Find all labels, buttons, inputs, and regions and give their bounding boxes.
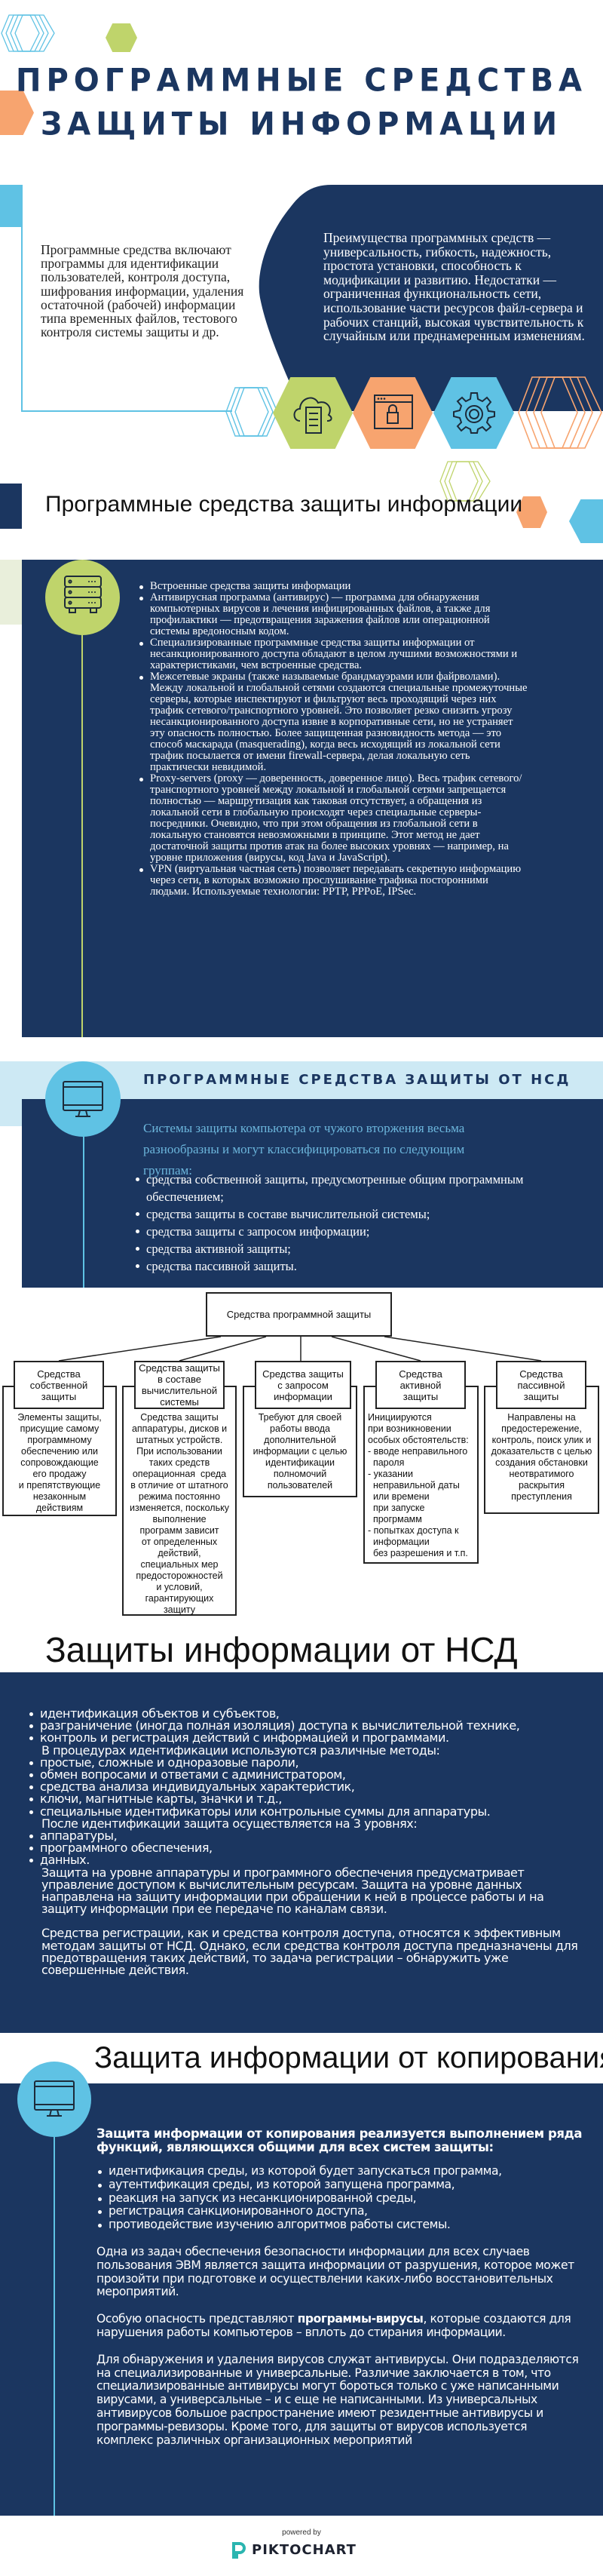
nsd-paragraph: Защита на уровне аппаратуры и программно… <box>41 1865 544 1917</box>
orange-hexagon-decor <box>516 496 547 528</box>
copy-paragraph: Одна из задач обеспечения безопасности и… <box>96 2244 574 2299</box>
list-item: средства пассивной защиты. <box>134 1257 556 1275</box>
list-item: идентификация среды, из которой будет за… <box>96 2164 586 2178</box>
intro-left-text: Программные средства включают программы … <box>41 242 244 340</box>
nsd-tools-heading: ПРОГРАММНЫЕ СРЕДСТВА ЗАЩИТЫ ОТ НСД <box>143 1072 571 1088</box>
monitor-icon <box>34 2080 75 2117</box>
piktochart-logo-link[interactable]: PIKTOCHART <box>231 2541 357 2559</box>
text: Особую опасность представляют <box>96 2312 298 2326</box>
copy-panel <box>0 2083 603 2516</box>
list-item: VPN (виртуальная частная сеть) позволяет… <box>138 864 530 898</box>
outline-hexagon-decor <box>225 387 278 437</box>
category-description: Инициируются при возникновении особых об… <box>368 1412 469 1558</box>
intro-border-vertical <box>21 226 23 412</box>
copy-paragraph: Особую опасность представляют программы-… <box>96 2312 586 2340</box>
list-item: программного обеспечения, <box>28 1842 578 1854</box>
piktochart-brand: PIKTOCHART <box>252 2541 357 2558</box>
software-heading: Программные средства защиты информации <box>45 492 523 517</box>
browser-lock-icon <box>374 395 413 429</box>
list-item: средства защиты с запросом информации; <box>134 1223 556 1240</box>
gear-icon <box>453 392 495 434</box>
intro-right-text: Преимущества программных средств — униве… <box>323 230 585 344</box>
intro-border-horizontal <box>21 410 232 412</box>
navy-accent-bar <box>0 484 22 529</box>
list-item: контроль и регистрация действий с информ… <box>28 1732 578 1744</box>
monitor-icon-circle <box>45 1061 121 1137</box>
list-item: Антивирусная программа (антивирус) — про… <box>138 592 530 637</box>
nsd-heading: Защиты информации от НСД <box>45 1630 518 1669</box>
category-title: Средства защиты с запросом информации <box>255 1361 351 1409</box>
list-item: данных. <box>28 1854 578 1866</box>
software-panel <box>22 560 603 1037</box>
pale-blue-accent <box>0 1099 22 1126</box>
list-item: средства собственной защиты, предусмотре… <box>134 1171 556 1205</box>
timeline-line <box>81 626 83 1037</box>
cloud-server-icon <box>293 397 332 434</box>
category-title: Средства пассивной защиты <box>496 1361 586 1409</box>
powered-by-label: powered by <box>282 2528 321 2537</box>
outline-hexagon-decor <box>1 14 55 52</box>
blue-hexagon-decor <box>569 499 603 543</box>
monitor-icon-circle <box>17 2062 91 2137</box>
list-item: Встроенные средства защиты информации <box>138 581 530 592</box>
list-item: реакция на запуск из несанкционированной… <box>96 2191 586 2206</box>
list-item: идентификация объектов и субъектов, <box>28 1707 578 1720</box>
intro-navy-shape <box>259 185 603 411</box>
levels-intro: После идентификации защита осуществляетс… <box>41 1816 418 1831</box>
nsd-tools-panel <box>22 1099 603 1288</box>
bold-term: программы-вирусы <box>297 2312 424 2326</box>
category-title: Средства защиты в составе вычислительной… <box>134 1361 225 1409</box>
diagram-category-box: Инициируются при возникновении особых об… <box>363 1386 479 1564</box>
category-description: Требуют для своей работы ввода дополните… <box>253 1412 347 1491</box>
category-title: Средства активной защиты <box>375 1361 466 1409</box>
list-item: обмен вопросами и ответами с администрат… <box>28 1768 578 1781</box>
list-item: Межсетевые экраны (также называемые бран… <box>138 671 530 773</box>
software-list: Встроенные средства защиты информации Ан… <box>138 581 530 898</box>
outline-hexagon-decor <box>439 461 491 502</box>
nsd-tools-list: средства собственной защиты, предусмотре… <box>134 1171 556 1275</box>
copy-lead: Защита информации от копирования реализу… <box>96 2126 583 2154</box>
server-icon <box>64 576 102 613</box>
list-item: аутентификация среды, из которой запущен… <box>96 2178 586 2192</box>
diagram-category-box: Средства защиты аппаратуры, дисков и шта… <box>122 1386 237 1616</box>
list-item: ключи, магнитные карты, значки и т.д., <box>28 1793 578 1805</box>
list-item: противодействие изучению алгоритмов рабо… <box>96 2218 586 2232</box>
list-item: средства анализа индивидуальных характер… <box>28 1781 578 1793</box>
outline-hexagon-decor <box>518 376 602 449</box>
list-item: специальные идентификаторы или контрольн… <box>28 1805 578 1818</box>
monitor-icon <box>63 1081 103 1117</box>
text: , которые создаются для нарушения работы… <box>96 2312 571 2339</box>
page-title-line2: ЗАЩИТЫ ИНФОРМАЦИИ <box>40 106 563 143</box>
list-item: регистрация санкционированного доступа, <box>96 2205 586 2218</box>
timeline-line <box>83 1131 84 1288</box>
nsd-paragraph: Средства регистрации, как и средства кон… <box>41 1926 578 1978</box>
list-item: Специализированные программные средства … <box>138 637 530 671</box>
list-item: разграничение (иногда полная изоляция) д… <box>28 1720 578 1732</box>
timeline-line <box>54 2135 55 2516</box>
methods-intro: В процедурах идентификации используются … <box>41 1742 440 1758</box>
nsd-panel <box>0 1672 603 2033</box>
copy-content: Защита информации от копирования реализу… <box>96 2127 586 2447</box>
category-title: Средства собственной защиты <box>14 1361 104 1409</box>
list-item: аппаратуры, <box>28 1829 578 1842</box>
nsd-content: идентификация объектов и субъектов, разг… <box>28 1707 578 1978</box>
copy-heading: Защита информации от копирования <box>94 2041 603 2074</box>
copy-paragraph: Для обнаружения и удаления вирусов служа… <box>96 2352 579 2447</box>
diagram-root-box: Средства программной защиты <box>206 1292 392 1337</box>
list-item: простые, сложные и одноразовые пароли, <box>28 1756 578 1769</box>
category-description: Элементы защиты, присущие самому програм… <box>17 1412 102 1513</box>
category-description: Направлены на предостережение, контроль,… <box>491 1412 592 1502</box>
green-accent-block <box>0 560 22 625</box>
nsd-tools-intro: Системы защиты компьютера от чужого втор… <box>143 1121 465 1177</box>
green-hexagon-decor <box>106 23 137 52</box>
list-item: средства активной защиты; <box>134 1240 556 1257</box>
list-item: средства защиты в составе вычислительной… <box>134 1205 556 1223</box>
gear-hexagon <box>433 377 514 449</box>
diagram-connectors <box>58 1336 542 1362</box>
list-item: Proxy-servers (proxy — доверенность, дов… <box>138 773 530 864</box>
category-description: Средства защиты аппаратуры, дисков и шта… <box>130 1412 229 1615</box>
page-title-line1: ПРОГРАММНЫЕ СРЕДСТВА <box>15 62 588 100</box>
blue-accent-bar <box>0 185 23 227</box>
piktochart-logo-icon <box>232 2542 246 2559</box>
